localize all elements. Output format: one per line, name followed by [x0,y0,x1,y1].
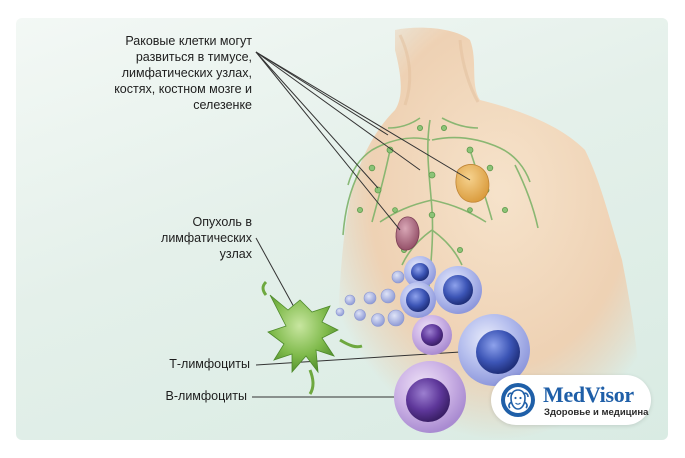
label-cancer-sites: Раковые клетки могут развиться в тимусе,… [114,34,252,112]
leader-lines [252,51,493,398]
t-lymphocyte [458,314,530,386]
medusa-emblem-icon [501,383,535,417]
medvisor-logo: MedVisor Здоровье и медицина [491,375,651,425]
spleen [395,216,420,251]
lymphatic-network [342,117,539,301]
thymus [455,164,490,203]
torso [330,27,640,440]
small-cells-stream [335,270,405,327]
logo-name: MedVisor [543,382,634,407]
logo-tagline: Здоровье и медицина [544,407,649,418]
label-tumor: Опухоль в лимфатических узлах [161,215,252,261]
b-lymphocyte [394,361,466,433]
lymphocyte-cluster [400,256,482,355]
label-t-lymphocytes: Т-лимфоциты [169,357,250,371]
tumor-cell [261,280,363,395]
label-b-lymphocytes: В-лимфоциты [165,389,247,403]
